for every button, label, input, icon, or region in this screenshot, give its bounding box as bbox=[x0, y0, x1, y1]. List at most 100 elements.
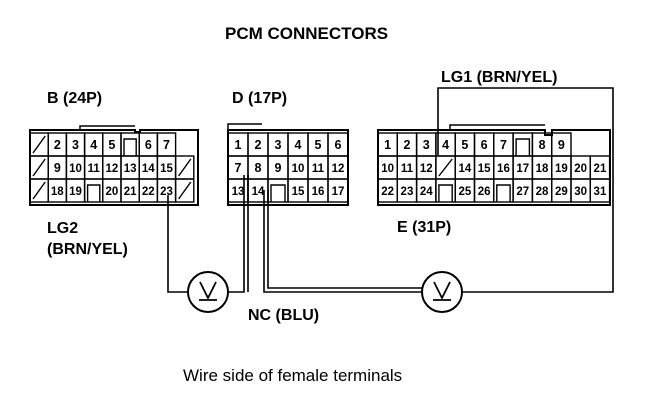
svg-text:25: 25 bbox=[458, 186, 471, 198]
svg-text:31: 31 bbox=[594, 186, 607, 198]
wire-lg2 bbox=[167, 195, 188, 293]
connector-d-terminal: 16 bbox=[307, 178, 329, 203]
svg-text:20: 20 bbox=[106, 186, 119, 198]
connector-e-terminal: 10 bbox=[377, 155, 398, 180]
svg-text:10: 10 bbox=[381, 163, 394, 175]
svg-text:9: 9 bbox=[54, 161, 61, 175]
svg-text:7: 7 bbox=[235, 161, 242, 175]
svg-text:14: 14 bbox=[142, 163, 155, 175]
connector-e-terminal: 28 bbox=[531, 178, 553, 203]
connector-d-terminal: 11 bbox=[307, 155, 329, 180]
svg-text:13: 13 bbox=[232, 186, 245, 198]
connector-e-terminal: 24 bbox=[415, 178, 437, 203]
connector-b-terminal: 7 bbox=[156, 132, 177, 157]
connector-e-terminal: 19 bbox=[551, 155, 572, 180]
svg-text:23: 23 bbox=[401, 186, 414, 198]
svg-text:7: 7 bbox=[163, 138, 170, 152]
svg-text:15: 15 bbox=[292, 186, 305, 198]
svg-text:20: 20 bbox=[574, 163, 587, 175]
svg-text:2: 2 bbox=[54, 138, 61, 152]
svg-text:5: 5 bbox=[461, 138, 468, 152]
connector-d-terminal: 12 bbox=[327, 155, 349, 180]
svg-text:9: 9 bbox=[275, 161, 282, 175]
wire-nc-label: NC (BLU) bbox=[248, 307, 319, 324]
connector-e-terminal: 20 bbox=[570, 155, 591, 180]
connector-e-terminal bbox=[435, 155, 456, 180]
svg-text:27: 27 bbox=[516, 186, 529, 198]
diagram-caption: Wire side of female terminals bbox=[183, 366, 402, 385]
svg-text:4: 4 bbox=[442, 138, 449, 152]
connector-e-terminal: 23 bbox=[396, 178, 418, 203]
connector-d-terminal: 2 bbox=[247, 132, 269, 157]
svg-text:29: 29 bbox=[555, 186, 568, 198]
connector-e-terminal: 15 bbox=[473, 155, 495, 180]
svg-text:6: 6 bbox=[335, 138, 342, 152]
svg-text:22: 22 bbox=[381, 186, 394, 198]
svg-text:12: 12 bbox=[332, 163, 345, 175]
connector-e-terminal: 21 bbox=[589, 155, 611, 180]
connector-b-terminal bbox=[174, 178, 195, 203]
wire-lg2-label: LG2 bbox=[47, 220, 78, 237]
svg-text:16: 16 bbox=[497, 163, 510, 175]
diagram-title: PCM CONNECTORS bbox=[225, 24, 388, 43]
connector-d-terminal: 10 bbox=[287, 155, 309, 180]
svg-text:8: 8 bbox=[539, 138, 546, 152]
connector-e-terminal: 27 bbox=[512, 178, 534, 203]
svg-text:6: 6 bbox=[481, 138, 488, 152]
connector-d-terminal: 7 bbox=[227, 155, 249, 180]
connector-d-terminal: 4 bbox=[287, 132, 309, 157]
connector-b-terminal: 3 bbox=[65, 132, 86, 157]
connector-b-terminal: 4 bbox=[83, 132, 104, 157]
connector-e bbox=[377, 124, 611, 206]
svg-text:22: 22 bbox=[142, 186, 155, 198]
connector-b-terminal: 2 bbox=[47, 132, 68, 157]
svg-text:17: 17 bbox=[332, 186, 345, 198]
connector-e-terminal: 29 bbox=[551, 178, 572, 203]
svg-text:5: 5 bbox=[108, 138, 115, 152]
svg-text:9: 9 bbox=[558, 138, 565, 152]
connector-b-terminal: 19 bbox=[65, 178, 86, 203]
connector-e-terminal: 16 bbox=[493, 155, 514, 180]
svg-text:11: 11 bbox=[401, 163, 414, 175]
connector-b-label: B (24P) bbox=[47, 90, 102, 107]
svg-text:8: 8 bbox=[255, 161, 262, 175]
connector-b-terminal bbox=[83, 178, 104, 203]
svg-text:18: 18 bbox=[51, 186, 64, 198]
svg-text:5: 5 bbox=[315, 138, 322, 152]
connector-b-terminal: 22 bbox=[138, 178, 159, 203]
svg-text:26: 26 bbox=[478, 186, 491, 198]
connector-e-terminal: 1 bbox=[377, 132, 398, 157]
connector-e-terminal: 25 bbox=[454, 178, 476, 203]
connector-e-terminal bbox=[512, 132, 534, 157]
connector-b-terminal: 13 bbox=[120, 155, 140, 180]
svg-text:19: 19 bbox=[69, 186, 82, 198]
svg-text:11: 11 bbox=[88, 163, 101, 175]
connector-b-terminal: 23 bbox=[156, 178, 177, 203]
svg-text:2: 2 bbox=[255, 138, 262, 152]
svg-text:10: 10 bbox=[69, 163, 82, 175]
connector-e-terminal: 14 bbox=[454, 155, 476, 180]
svg-text:10: 10 bbox=[292, 163, 305, 175]
connector-d-terminal: 9 bbox=[267, 155, 289, 180]
connector-b-terminal: 18 bbox=[47, 178, 68, 203]
connector-e-terminal: 12 bbox=[415, 155, 437, 180]
svg-text:17: 17 bbox=[516, 163, 529, 175]
connector-e-terminal: 7 bbox=[493, 132, 514, 157]
svg-text:12: 12 bbox=[106, 163, 119, 175]
connector-b-terminal: 20 bbox=[102, 178, 122, 203]
svg-text:30: 30 bbox=[574, 186, 587, 198]
wire-lg1 bbox=[437, 87, 614, 293]
svg-text:21: 21 bbox=[124, 186, 137, 198]
svg-text:3: 3 bbox=[275, 138, 282, 152]
svg-text:28: 28 bbox=[536, 186, 549, 198]
connector-b-terminal: 15 bbox=[156, 155, 177, 180]
svg-text:3: 3 bbox=[72, 138, 79, 152]
connector-e-terminal: 17 bbox=[512, 155, 534, 180]
connector-e-terminal: 30 bbox=[570, 178, 591, 203]
connector-b-terminal: 5 bbox=[102, 132, 122, 157]
svg-text:6: 6 bbox=[145, 138, 152, 152]
connector-b-terminal: 21 bbox=[120, 178, 140, 203]
connector-e-terminal: 18 bbox=[531, 155, 553, 180]
connector-d-terminal: 15 bbox=[287, 178, 309, 203]
